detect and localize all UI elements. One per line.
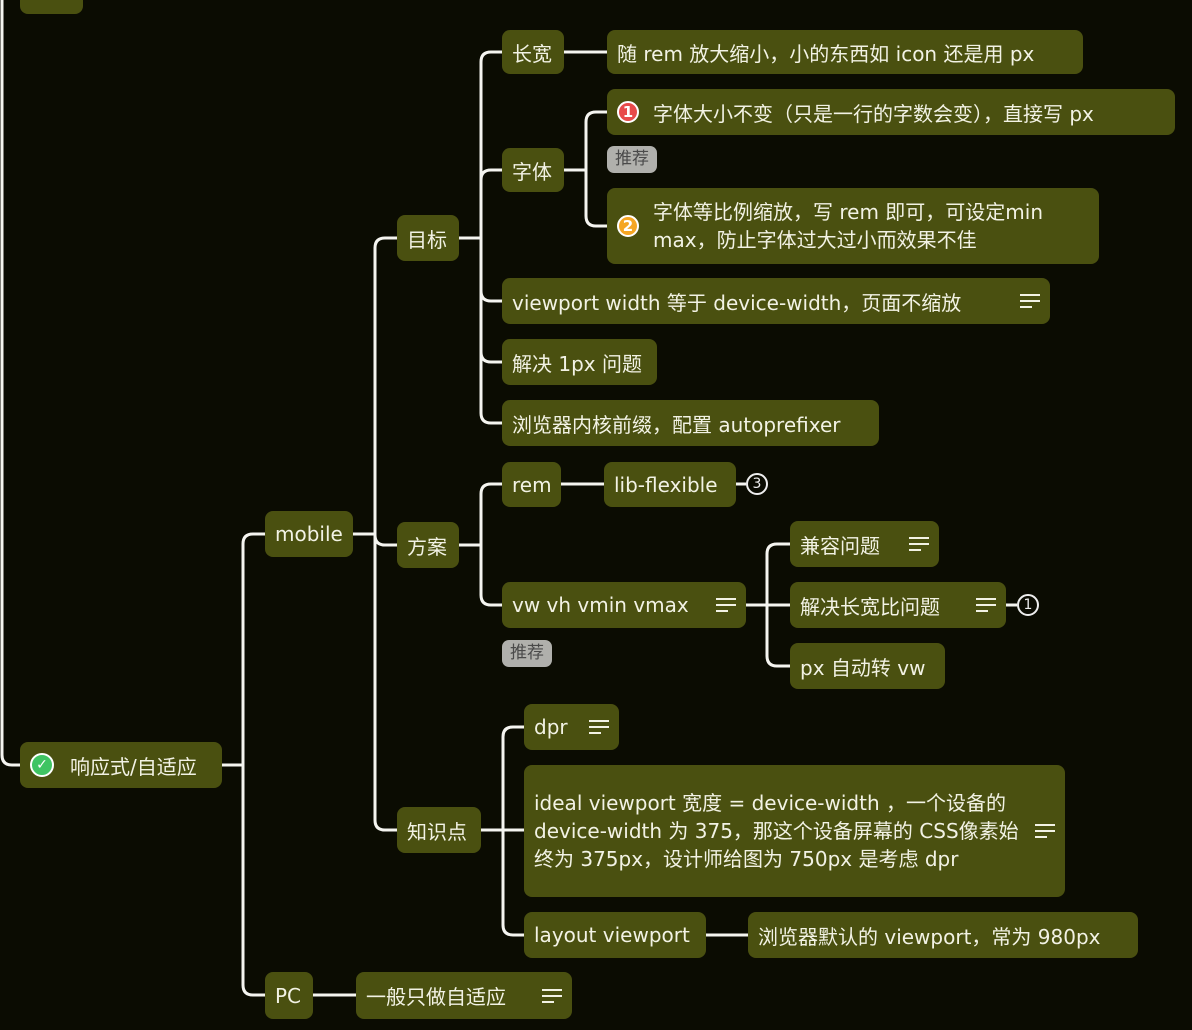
node-vw[interactable]: vw vh vmin vmax <box>502 582 746 628</box>
node-ideal-viewport[interactable]: ideal viewport 宽度 = device-width ，一个设备的 … <box>524 765 1065 897</box>
node-aspect[interactable]: 解决长宽比问题 <box>790 582 1006 628</box>
node-layout-viewport[interactable]: layout viewport <box>524 912 706 958</box>
root-node[interactable]: ✓ 响应式/自适应 <box>20 742 222 788</box>
note-icon[interactable] <box>1020 294 1040 308</box>
node-knowledge[interactable]: 知识点 <box>397 807 481 853</box>
node-goal[interactable]: 目标 <box>397 215 459 261</box>
node-size-detail[interactable]: 随 rem 放大缩小，小的东西如 icon 还是用 px <box>607 30 1083 74</box>
recommend-tag: 推荐 <box>607 146 657 173</box>
collapsed-count-badge[interactable]: 3 <box>746 473 768 495</box>
node-lib-flexible[interactable]: lib-flexible <box>604 462 736 507</box>
node-pc[interactable]: PC <box>265 972 313 1019</box>
node-label: 浏览器内核前缀，配置 autoprefixer <box>512 412 841 437</box>
connector-line <box>479 545 502 607</box>
node-label: 随 rem 放大缩小，小的东西如 icon 还是用 px <box>617 41 1035 66</box>
node-font-option-2[interactable]: 2 字体等比例缩放，写 rem 即可，可设定min max，防止字体过大过小而效… <box>607 188 1099 264</box>
connector-line <box>0 0 20 767</box>
node-label: ideal viewport 宽度 = device-width ，一个设备的 … <box>534 791 1019 871</box>
node-label: 解决长宽比问题 <box>800 594 940 619</box>
connector-line <box>584 110 607 170</box>
node-label: 字体等比例缩放，写 rem 即可，可设定min max，防止字体过大过小而效果不… <box>653 200 1043 252</box>
node-label: layout viewport <box>534 923 690 947</box>
connector-line <box>373 534 397 547</box>
node-pc-adaptive[interactable]: 一般只做自适应 <box>356 972 572 1019</box>
node-label: mobile <box>275 522 343 546</box>
node-font[interactable]: 字体 <box>502 148 564 192</box>
node-viewport[interactable]: viewport width 等于 device-width，页面不缩放 <box>502 278 1050 324</box>
priority-1-icon: 1 <box>617 101 639 123</box>
note-icon[interactable] <box>976 598 996 612</box>
node-label: px 自动转 vw <box>800 655 926 680</box>
node-label: 一般只做自适应 <box>366 985 506 1009</box>
node-px-to-vw[interactable]: px 自动转 vw <box>790 643 945 689</box>
node-dpr[interactable]: dpr <box>524 704 619 750</box>
connector-line <box>501 725 524 830</box>
node-label: PC <box>275 983 302 1008</box>
node-label: 解决 1px 问题 <box>512 351 642 376</box>
connector-line <box>765 605 790 668</box>
connector-line <box>765 542 790 605</box>
priority-2-icon: 2 <box>617 215 639 237</box>
check-circle-icon: ✓ <box>30 753 54 777</box>
partial-node-top[interactable] <box>20 0 83 14</box>
node-font-option-1[interactable]: 1 字体大小不变（只是一行的字数会变），直接写 px <box>607 89 1175 135</box>
connector-line <box>373 534 397 832</box>
connector-line <box>479 482 502 545</box>
note-icon[interactable] <box>589 720 609 734</box>
connector-line <box>479 238 502 425</box>
node-1px[interactable]: 解决 1px 问题 <box>502 339 657 385</box>
node-label: viewport width 等于 device-width，页面不缩放 <box>512 290 962 315</box>
node-label: lib-flexible <box>614 472 718 497</box>
node-label: dpr <box>534 715 568 739</box>
node-label: 浏览器默认的 viewport，常为 980px <box>758 924 1101 949</box>
node-label: vw vh vmin vmax <box>512 593 689 617</box>
node-label: 方案 <box>407 534 447 559</box>
node-prefix[interactable]: 浏览器内核前缀，配置 autoprefixer <box>502 400 879 446</box>
node-mobile[interactable]: mobile <box>265 511 353 557</box>
note-icon[interactable] <box>716 598 736 612</box>
note-icon[interactable] <box>909 537 929 551</box>
node-label: 字体 <box>512 159 552 184</box>
node-label: rem <box>512 472 552 497</box>
note-icon[interactable] <box>1035 824 1055 838</box>
node-label: 知识点 <box>407 819 467 844</box>
connector-line <box>373 236 397 534</box>
root-label: 响应式/自适应 <box>70 754 197 779</box>
node-label: 长宽 <box>512 41 552 66</box>
node-label: 字体大小不变（只是一行的字数会变），直接写 px <box>653 101 1094 126</box>
node-plan[interactable]: 方案 <box>397 522 459 568</box>
connector-line <box>241 765 265 997</box>
recommend-tag: 推荐 <box>502 640 552 667</box>
connector-line <box>479 168 502 238</box>
node-label: 兼容问题 <box>800 533 880 558</box>
node-layout-default[interactable]: 浏览器默认的 viewport，常为 980px <box>748 912 1138 958</box>
note-icon[interactable] <box>542 988 562 1003</box>
node-size[interactable]: 长宽 <box>502 30 564 74</box>
connector-line <box>479 50 502 238</box>
collapsed-count-badge[interactable]: 1 <box>1017 594 1039 616</box>
node-label: 目标 <box>407 227 447 252</box>
node-compat[interactable]: 兼容问题 <box>790 521 939 567</box>
node-rem[interactable]: rem <box>502 462 561 507</box>
connector-line <box>584 170 607 228</box>
connector-line <box>241 532 265 765</box>
connector-line <box>479 238 502 303</box>
connector-line <box>501 830 524 937</box>
